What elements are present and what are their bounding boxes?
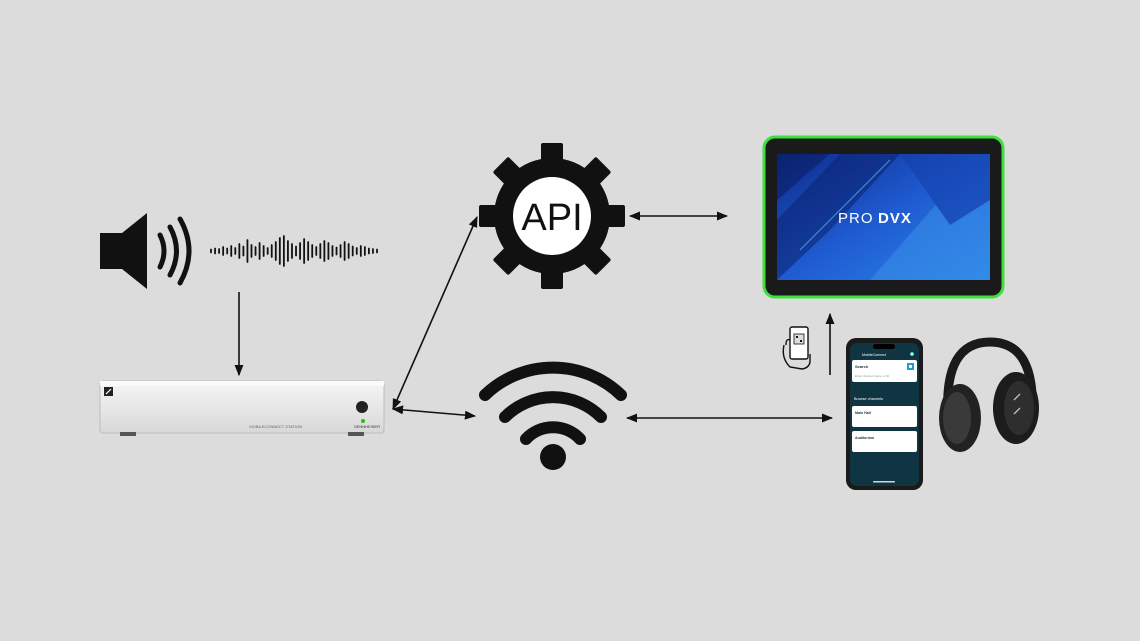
receiver-brand-text: SENNHEISER: [354, 424, 380, 429]
phone-app-title: MobileConnect: [862, 353, 886, 357]
smartphone-device: MobileConnect Search Enter channel name …: [846, 338, 923, 490]
api-label: API: [521, 197, 582, 239]
qr-scan-hand-icon: [782, 326, 811, 370]
api-gear-icon: API: [479, 143, 625, 289]
arrow-receiver-api: [392, 215, 478, 411]
phone-channel-name: Auditorium: [855, 436, 874, 440]
status-led-icon: [361, 419, 365, 423]
wifi-icon: [479, 361, 627, 470]
phone-search-placeholder: Enter channel name or ID: [855, 374, 890, 378]
tablet-brand-dvx: DVX: [878, 210, 912, 227]
speaker-icon: [100, 213, 192, 289]
phone-qr-icon: [907, 363, 914, 370]
tablet-brand-pro: PRO: [838, 210, 874, 227]
phone-search-label: Search: [855, 364, 869, 369]
receiver-model-text: MOBILECONNECT STATION: [249, 424, 302, 429]
headphones-icon: [939, 337, 1039, 452]
tablet-device: PRO DVX: [762, 135, 1005, 299]
phone-settings-icon: [910, 352, 914, 356]
arrow-receiver-wifi: [391, 405, 477, 420]
phone-channel-card[interactable]: [852, 431, 917, 452]
sound-wave-icon: [210, 235, 378, 267]
power-knob-icon: [356, 401, 368, 413]
phone-channel-name: Main Hall: [855, 411, 871, 415]
sennheiser-logo-icon: [104, 387, 113, 396]
phone-channel-card[interactable]: [852, 406, 917, 427]
receiver-device: MOBILECONNECT STATION SENNHEISER: [99, 380, 385, 436]
phone-section-label: Browse channels: [854, 397, 883, 401]
